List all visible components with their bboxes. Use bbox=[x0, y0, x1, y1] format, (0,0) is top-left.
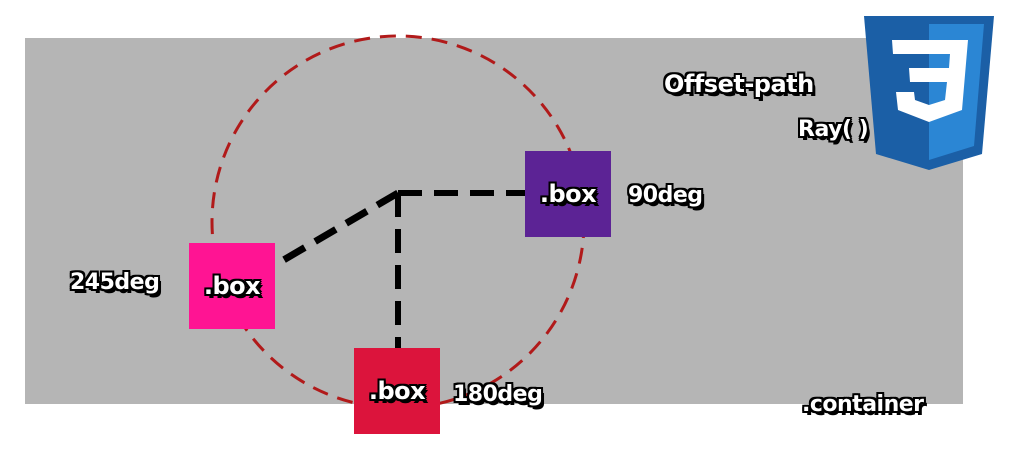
container-area bbox=[25, 38, 963, 404]
box-180deg: .box bbox=[354, 348, 440, 434]
title: Offset-path bbox=[664, 70, 814, 98]
ray-245deg bbox=[273, 189, 400, 269]
container-label: .container bbox=[802, 392, 924, 417]
subtitle: Ray( ) bbox=[798, 117, 869, 142]
css3-shield-icon bbox=[864, 16, 994, 170]
angle-label-245deg: 245deg bbox=[70, 270, 160, 295]
box-245deg: .box bbox=[189, 243, 275, 329]
box-label: .box bbox=[368, 377, 426, 405]
angle-label-180deg: 180deg bbox=[453, 382, 543, 407]
box-label: .box bbox=[539, 180, 597, 208]
angle-label-90deg: 90deg bbox=[628, 183, 703, 208]
box-label: .box bbox=[203, 272, 261, 300]
box-90deg: .box bbox=[525, 151, 611, 237]
